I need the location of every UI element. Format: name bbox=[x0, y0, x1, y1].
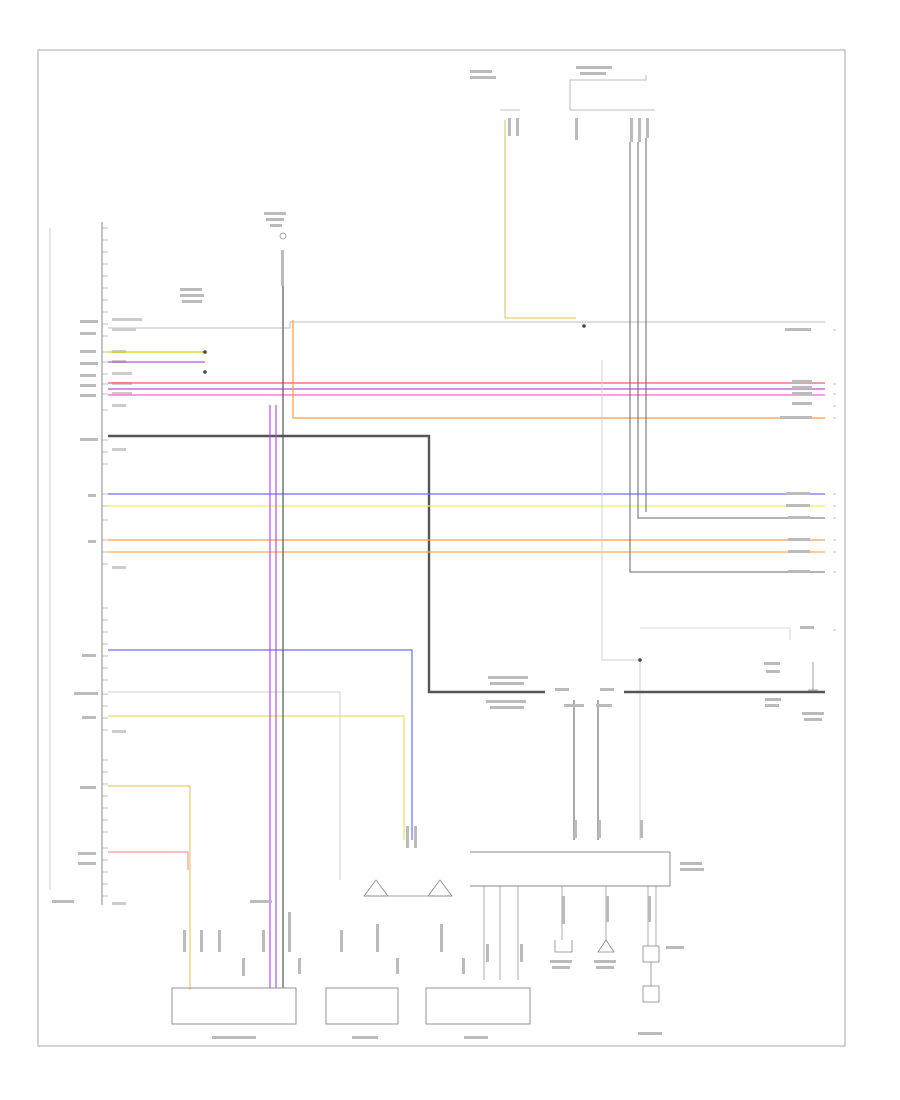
connector-pin-ticks bbox=[102, 227, 108, 897]
sensor-right bbox=[594, 939, 616, 969]
bottom-module-3 bbox=[425, 987, 531, 1039]
wire-gold bbox=[108, 120, 576, 990]
top-connector-right bbox=[569, 66, 655, 142]
wire-violet-vertical bbox=[269, 405, 277, 988]
wire-yellow-2 bbox=[108, 715, 405, 840]
center-splice-labels bbox=[486, 676, 614, 709]
wire-bus-drops bbox=[573, 700, 599, 840]
splice-top-center bbox=[264, 212, 287, 286]
wire-orange-top bbox=[292, 320, 825, 419]
left-pin-label-stubs bbox=[52, 320, 98, 903]
bottom-module-2 bbox=[325, 879, 453, 1039]
bottom-module-1 bbox=[171, 900, 297, 1039]
wire-gray-vertical bbox=[629, 138, 825, 573]
wire-light-gray bbox=[108, 360, 641, 880]
lower-module-bar bbox=[470, 851, 704, 980]
top-connector-left bbox=[470, 70, 520, 136]
sensor-left bbox=[550, 940, 573, 969]
splice-points bbox=[203, 324, 642, 662]
right-pin-label-stubs bbox=[112, 318, 142, 905]
right-wire-end-labels bbox=[764, 328, 814, 707]
wire-light-red bbox=[108, 851, 189, 870]
ground-module bbox=[638, 945, 684, 1035]
wire-dark-bus bbox=[108, 434, 545, 694]
wire-top-gray bbox=[108, 321, 825, 329]
page-frame bbox=[37, 49, 846, 1047]
wire-set bbox=[108, 120, 825, 990]
antenna-element bbox=[640, 627, 824, 721]
main-module-connector bbox=[49, 222, 142, 905]
bottom-pin-labels bbox=[183, 820, 651, 976]
wire-blue-2 bbox=[108, 649, 413, 840]
splice-left-upper bbox=[180, 288, 204, 303]
right-terminal-ticks bbox=[833, 329, 836, 631]
